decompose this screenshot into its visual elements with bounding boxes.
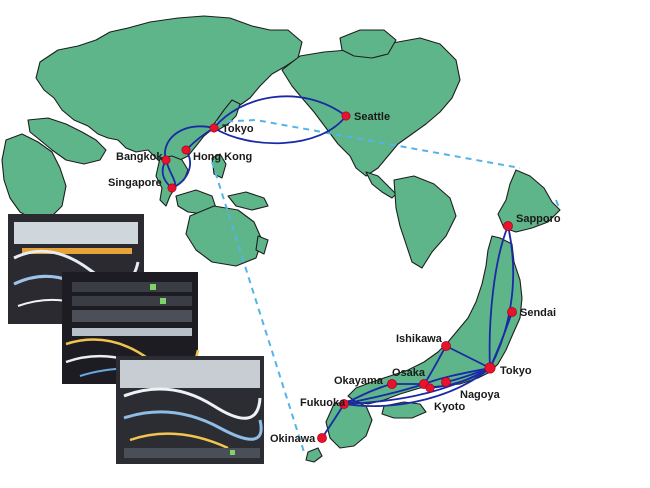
city-marker-sendai[interactable]: [507, 307, 517, 317]
city-marker-tokyo-japan[interactable]: [484, 362, 496, 374]
city-marker-kyoto[interactable]: [425, 383, 435, 393]
new-zealand-landmass: [255, 235, 269, 255]
label-ishikawa: Ishikawa: [396, 333, 443, 345]
city-marker-sapporo[interactable]: [503, 221, 513, 231]
city-marker-okinawa[interactable]: [317, 433, 327, 443]
city-marker-nagoya[interactable]: [441, 377, 451, 387]
route-tokyo-seattle: [213, 95, 347, 129]
zoom-line-right: [555, 199, 561, 211]
city-marker-hong-kong[interactable]: [181, 145, 191, 155]
city-marker-tokyo-world[interactable]: [209, 123, 219, 133]
north-america-landmass: [281, 37, 461, 177]
label-sendai: Sendai: [520, 307, 556, 319]
city-marker-ishikawa[interactable]: [441, 341, 451, 351]
label-kyoto: Kyoto: [434, 401, 465, 413]
label-fukuoka: Fukuoka: [300, 397, 346, 409]
route-fukuoka-osaka: [343, 383, 425, 405]
label-sapporo: Sapporo: [516, 213, 561, 225]
middle-east-landmass: [27, 117, 107, 165]
label-nagoya: Nagoya: [460, 389, 501, 401]
route-fukuoka-tokyo-2: [343, 367, 491, 407]
server-rack-photos: [8, 214, 264, 464]
route-fukuoka-tokyo: [343, 367, 491, 405]
city-labels: Tokyo Seattle Bangkok Hong Kong Singapor…: [108, 111, 561, 445]
label-seattle: Seattle: [354, 111, 390, 123]
philippines-landmass: [211, 153, 227, 179]
city-marker-seattle[interactable]: [341, 111, 351, 121]
world-landmasses: [1, 15, 461, 269]
rack-photo-3: [116, 356, 264, 464]
south-america-landmass: [393, 175, 457, 269]
label-tokyo-japan: Tokyo: [500, 365, 532, 377]
label-osaka: Osaka: [392, 367, 426, 379]
city-marker-singapore[interactable]: [167, 183, 177, 193]
city-markers: [161, 111, 517, 443]
city-marker-fukuoka[interactable]: [339, 399, 349, 409]
greenland-landmass: [339, 29, 397, 59]
label-bangkok: Bangkok: [116, 151, 163, 163]
label-hong-kong: Hong Kong: [193, 151, 252, 163]
label-singapore: Singapore: [108, 177, 162, 189]
label-okinawa: Okinawa: [270, 433, 316, 445]
label-okayama: Okayama: [334, 375, 384, 387]
city-marker-okayama[interactable]: [387, 379, 397, 389]
city-marker-bangkok[interactable]: [161, 155, 171, 165]
hokkaido-landmass: [497, 169, 561, 233]
route-sapporo-tokyo-2: [489, 225, 515, 369]
route-sapporo-tokyo: [488, 225, 509, 369]
central-america-landmass: [365, 171, 397, 199]
okinawa-landmass: [305, 447, 323, 463]
zoom-indicator: [211, 118, 561, 453]
africa-landmass: [1, 133, 67, 221]
label-tokyo-world: Tokyo: [222, 123, 254, 135]
route-tokyo-seattle-lower: [213, 115, 347, 145]
zoom-line-top: [215, 118, 521, 169]
australia-landmass: [185, 205, 263, 267]
new-guinea-landmass: [227, 191, 269, 211]
zoom-line-left: [211, 161, 305, 453]
